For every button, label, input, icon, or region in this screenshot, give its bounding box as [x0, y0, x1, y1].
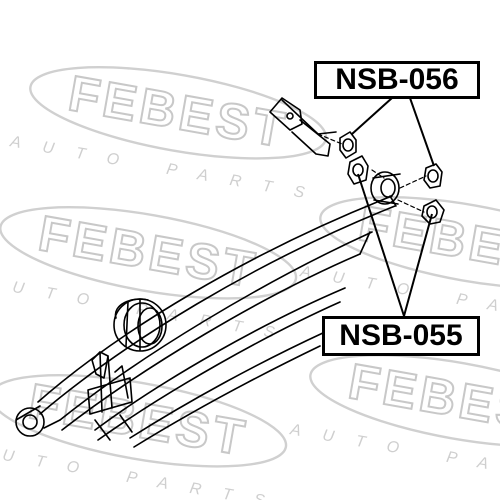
leaf-spring: [37, 195, 397, 448]
watermark-logo: FEBEST AUTO PARTS: [8, 64, 328, 206]
assembly-guides: [317, 133, 427, 213]
leader-line-056-b: [409, 97, 435, 167]
leader-line-055-b: [403, 213, 433, 317]
leader-line-056-a: [351, 97, 393, 135]
bushing-nsb-055-upper: [347, 155, 369, 185]
front-eye-bushing: [15, 405, 61, 437]
part-label-nsb-055: NSB-055: [322, 316, 480, 356]
watermark-logo: FEBEST AUTO PARTS: [0, 204, 297, 346]
leaf-spring-assembly: [15, 97, 445, 448]
bushing-nsb-055-lower: [421, 199, 445, 225]
rear-eye-bushing: [370, 171, 401, 205]
leader-lines: [351, 97, 435, 317]
bushing-nsb-056-lower: [423, 163, 443, 189]
part-label-nsb-056: NSB-056: [314, 61, 480, 99]
svg-text:FEBEST: FEBEST: [35, 205, 263, 299]
watermark-logo: FEBEST AUTO PARTS: [298, 194, 500, 336]
bushing-nsb-056-upper: [339, 131, 357, 159]
bump-stop: [113, 298, 167, 352]
svg-text:AUTO PARTS: AUTO PARTS: [288, 421, 500, 494]
watermark-logo: FEBEST AUTO PARTS: [288, 352, 500, 494]
u-bolt-bracket: [87, 351, 133, 441]
shackle-bracket: [269, 97, 337, 157]
leader-line-055-a: [357, 173, 405, 317]
svg-text:FEBEST: FEBEST: [65, 65, 293, 159]
